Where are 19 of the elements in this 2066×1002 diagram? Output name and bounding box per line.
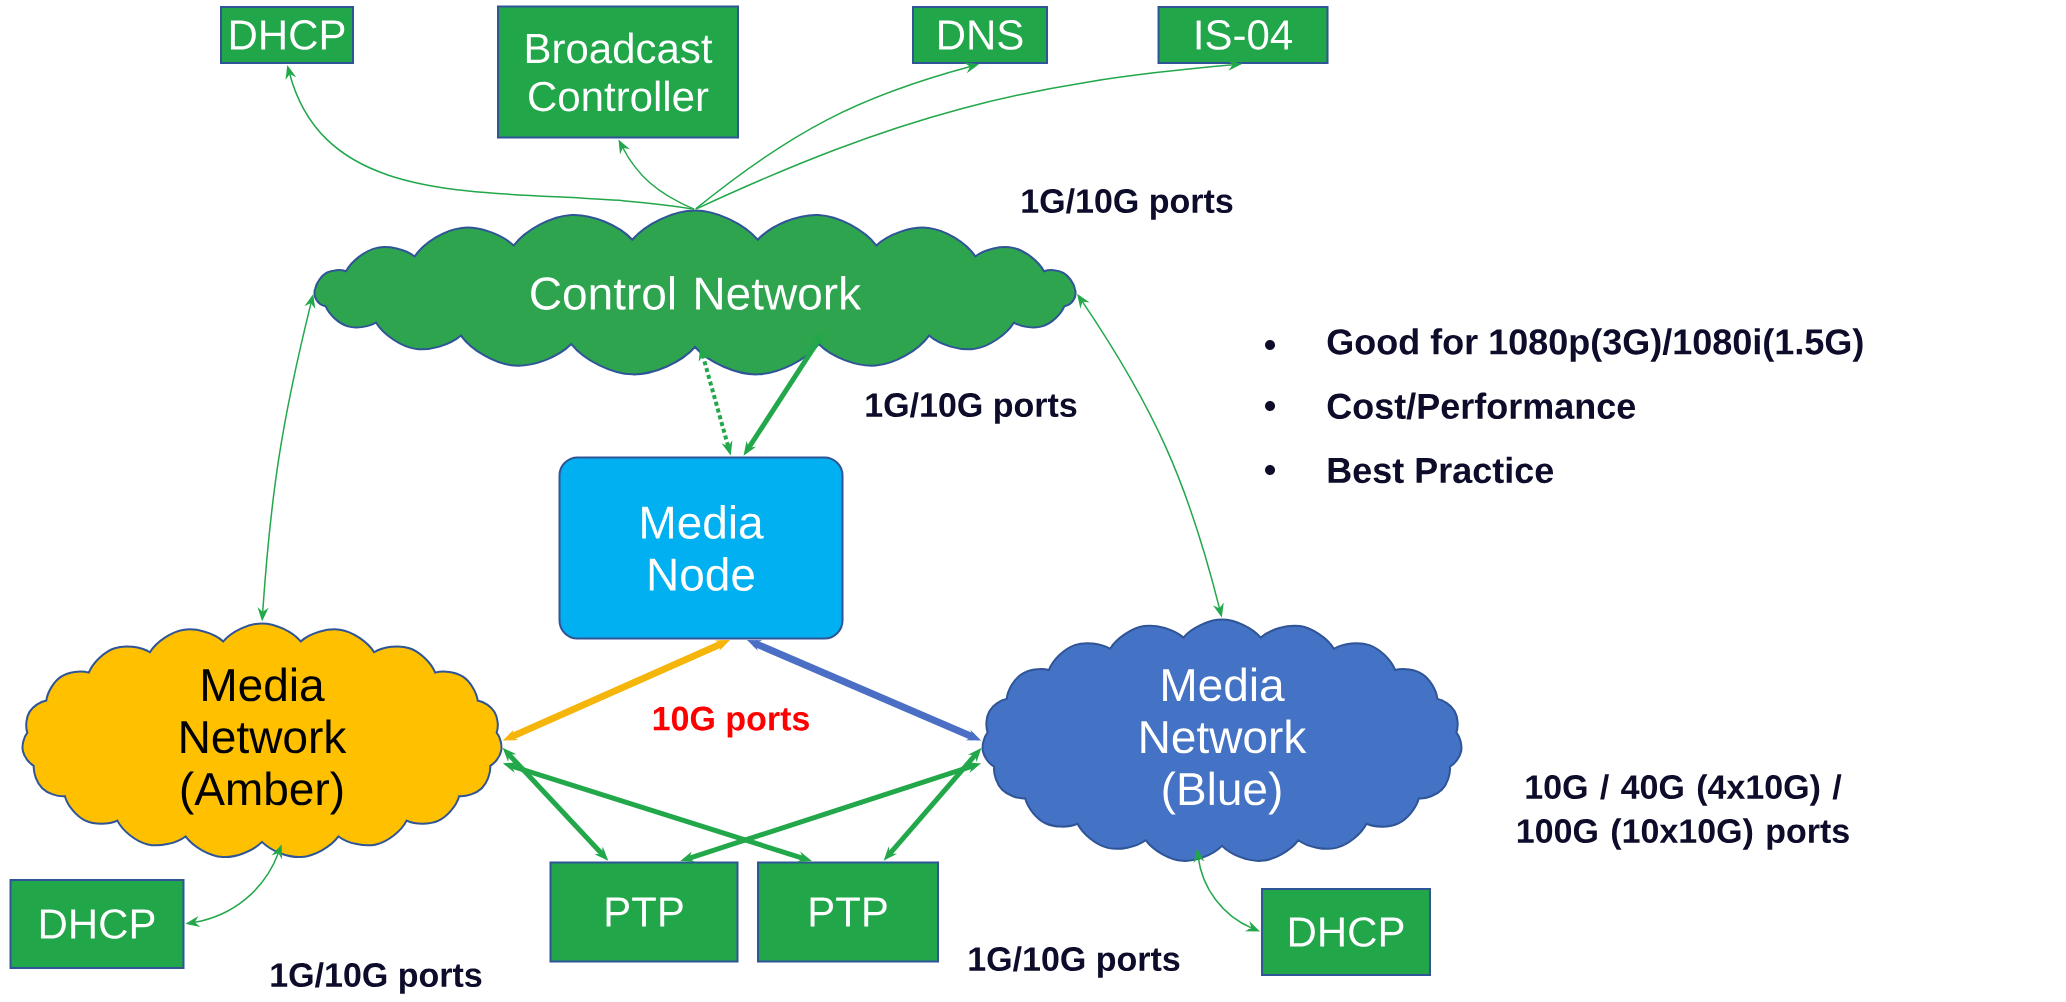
- media-node-box: Media Node: [558, 456, 844, 640]
- port-label: 1G/10G ports: [271, 962, 482, 994]
- port-label: 1G/10G ports: [866, 392, 1077, 424]
- port-label: 10G / 40G (4x10G) / 100G (10x10G) ports: [1517, 774, 1849, 850]
- bullet-item: Best Practice: [1328, 456, 1554, 484]
- service-box: PTP: [757, 861, 939, 963]
- network-cloud: Media Network (Amber): [21, 622, 503, 859]
- network-cloud: Media Network (Blue): [981, 618, 1463, 862]
- service-box: DHCP: [9, 879, 185, 969]
- service-box: DHCP: [1261, 888, 1431, 976]
- service-box: DHCP: [220, 6, 354, 64]
- port-label: 10G ports: [653, 706, 809, 738]
- service-box: IS-04: [1157, 6, 1329, 64]
- bullet-item: Good for 1080p(3G)/1080i(1.5G): [1327, 328, 1863, 362]
- bullet-item: Cost/Performance: [1327, 392, 1636, 420]
- port-label: 1G/10G ports: [969, 946, 1180, 978]
- service-box: PTP: [549, 861, 739, 963]
- service-box: DNS: [912, 6, 1048, 64]
- service-box: Broadcast Controller: [497, 5, 739, 139]
